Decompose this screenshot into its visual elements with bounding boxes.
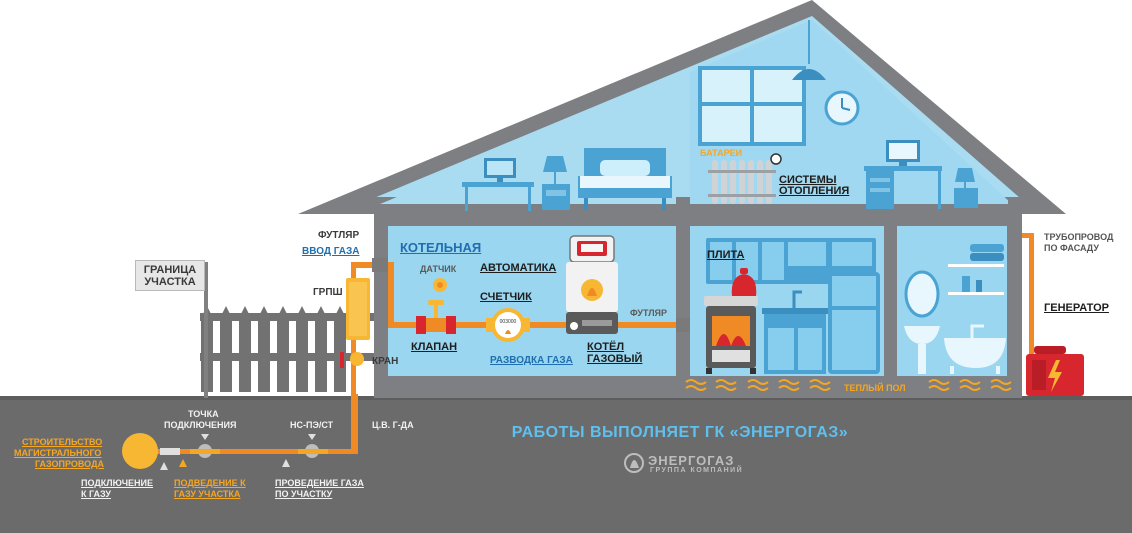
radiator-icon	[708, 153, 782, 204]
label-grpsh: ГРПШ	[313, 287, 343, 298]
washbasin-icon	[904, 326, 940, 374]
tap-icon	[340, 352, 364, 368]
label-gas-inlet[interactable]: ВВОД ГАЗА	[302, 246, 360, 257]
logo-subtitle: ГРУППА КОМПАНИЙ	[650, 467, 744, 474]
gas-meter-icon: 003000	[486, 308, 530, 342]
facade-pipe	[1022, 233, 1034, 363]
site-border-sign: ГРАНИЦА УЧАСТКА	[135, 260, 205, 291]
lamp-right-icon	[954, 168, 978, 208]
flame-logo-icon	[624, 453, 644, 473]
label-main-line1[interactable]: СТРОИТЕЛЬСТВО	[22, 437, 103, 447]
label-facade-pipe-line1: ТРУБОПРОВОД	[1044, 232, 1114, 242]
lamp-icon	[542, 156, 570, 210]
main-pipe-icon	[122, 433, 358, 470]
label-stove[interactable]: ПЛИТА	[707, 249, 745, 261]
label-tap: КРАН	[372, 356, 399, 367]
warm-floor-icon	[685, 379, 1012, 391]
label-radiators: БАТАРЕИ	[700, 148, 743, 158]
label-valve[interactable]: КЛАПАН	[411, 341, 458, 353]
sleeve-left	[372, 258, 388, 272]
gas-cabinet-icon	[346, 278, 370, 340]
label-connection-line2[interactable]: К ГАЗУ	[81, 489, 111, 499]
label-sensor: ДАТЧИК	[420, 264, 457, 274]
label-heating-line2[interactable]: ОТОПЛЕНИЯ	[779, 185, 850, 197]
label-warm-floor: ТЕПЛЫЙ ПОЛ	[844, 383, 906, 393]
label-boiler-line2[interactable]: ГАЗОВЫЙ	[587, 353, 643, 365]
window-icon	[698, 66, 806, 146]
ground	[0, 398, 1132, 533]
shelf-icon	[948, 244, 1004, 295]
sensor-icon	[433, 278, 447, 292]
label-routing-line2[interactable]: ПО УЧАСТКУ	[275, 489, 333, 499]
label-supply-line2[interactable]: ГАЗУ УЧАСТКА	[174, 489, 241, 499]
label-main-line3[interactable]: ГАЗОПРОВОДА	[35, 459, 104, 469]
label-ns-pe: НС-ПЭ/СТ	[290, 420, 334, 430]
label-main-line2[interactable]: МАГИСТРАЛЬНОГО	[14, 448, 102, 458]
label-routing-line1[interactable]: ПРОВЕДЕНИЕ ГАЗА	[275, 478, 364, 488]
label-meter[interactable]: СЧЕТЧИК	[480, 291, 532, 303]
label-sleeve-left: ФУТЛЯР	[318, 230, 360, 241]
desk-icon	[462, 158, 534, 211]
bed-icon	[578, 148, 672, 210]
label-sleeve-right: ФУТЛЯР	[630, 308, 667, 318]
label-connection-line1[interactable]: ПОДКЛЮЧЕНИЕ	[81, 478, 154, 488]
label-heating-line1[interactable]: СИСТЕМЫ	[779, 174, 837, 186]
stove-icon	[704, 296, 758, 374]
sink-icon	[762, 290, 828, 374]
label-point-line2: ПОДКЛЮЧЕНИЯ	[164, 420, 237, 430]
label-automation[interactable]: АВТОМАТИКА	[480, 262, 557, 274]
label-generator[interactable]: ГЕНЕРАТОР	[1044, 302, 1109, 314]
logo-name: ЭНЕРГОГАЗ	[648, 453, 735, 468]
fridge-icon	[828, 272, 880, 374]
headline: РАБОТЫ ВЫПОЛНЯЕТ ГК «ЭНЕРГОГАЗ»	[511, 424, 849, 441]
clock-icon	[824, 90, 860, 126]
meter-digits: 003000	[500, 319, 517, 325]
mirror-icon	[904, 270, 940, 318]
desk-right-icon	[864, 140, 942, 209]
label-gas-distribution[interactable]: РАЗВОДКА ГАЗА	[490, 355, 573, 366]
sleeve-right	[676, 318, 690, 332]
kettle-icon	[731, 268, 757, 296]
valve-icon	[416, 300, 456, 334]
label-facade-pipe-line2: ПО ФАСАДУ	[1044, 243, 1099, 253]
pendant-lamp-icon	[792, 20, 826, 80]
label-point-line1: ТОЧКА	[188, 409, 219, 419]
label-tsv: Ц.В. Г-ДА	[372, 420, 414, 430]
label-supply-line1[interactable]: ПОДВЕДЕНИЕ К	[174, 478, 246, 488]
bathtub-icon	[944, 324, 1006, 374]
label-boiler-line1[interactable]: КОТЁЛ	[587, 341, 625, 353]
label-boiler-room[interactable]: КОТЕЛЬНАЯ	[400, 240, 482, 255]
generator-icon	[1026, 346, 1084, 396]
gas-boiler-icon	[566, 235, 618, 334]
border-post	[204, 262, 208, 398]
